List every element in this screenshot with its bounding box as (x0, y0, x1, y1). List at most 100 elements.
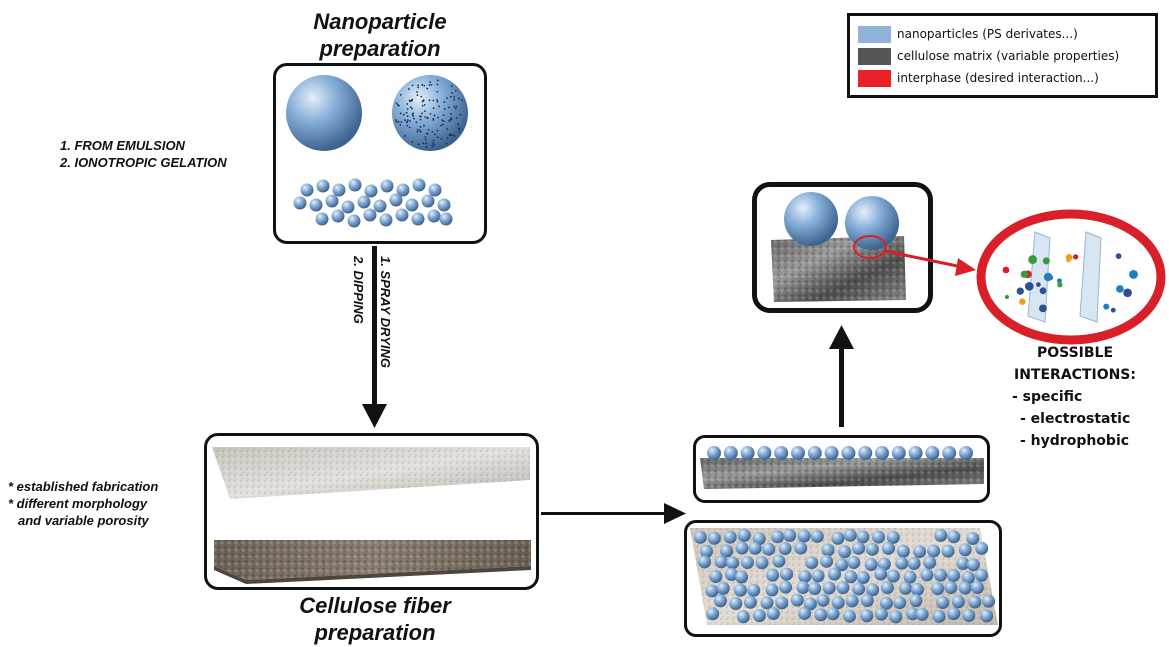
sphere-dot (411, 113, 414, 116)
top-nanoparticle (783, 528, 797, 542)
sphere-dot (449, 118, 452, 121)
sphere-dot (432, 118, 435, 120)
top-nanoparticle (947, 569, 961, 583)
top-nanoparticle (966, 531, 980, 545)
top-nanoparticle (968, 595, 982, 609)
sphere-dot (399, 124, 402, 126)
coated-fiber-side-spheres (707, 446, 973, 460)
top-nanoparticle (880, 581, 894, 595)
arrow-down-to-fiber (362, 246, 387, 428)
molecule (1129, 269, 1138, 279)
top-nanoparticle (903, 570, 917, 584)
sphere-dot (419, 118, 422, 121)
sphere-dot (438, 105, 441, 108)
top-nanoparticle (748, 541, 762, 555)
side-nanoparticle (925, 446, 940, 460)
side-nanoparticle (858, 446, 873, 460)
top-nanoparticle (805, 556, 819, 570)
cluster-nanoparticle (412, 178, 426, 192)
side-nanoparticle (740, 446, 755, 460)
sphere-dot (432, 139, 435, 142)
molecule (1123, 288, 1132, 298)
top-nanoparticle (752, 609, 766, 623)
top-nanoparticle (895, 556, 909, 570)
sphere-dot (423, 124, 425, 127)
nanoparticle-title-line2: preparation (319, 36, 441, 61)
molecule (1020, 270, 1028, 278)
sphere-dot (426, 117, 429, 119)
top-nanoparticle (836, 581, 850, 595)
top-nanoparticle (899, 581, 913, 595)
dotted-nanoparticle-sphere (392, 75, 468, 151)
side-nanoparticle (791, 446, 805, 460)
cluster-nanoparticle (293, 196, 307, 210)
sphere-dot (439, 124, 442, 127)
sphere-dot (433, 143, 435, 146)
top-nanoparticle (735, 541, 749, 555)
sphere-dot (442, 123, 444, 126)
top-nanoparticle (740, 556, 754, 570)
molecule (1002, 266, 1010, 274)
interaction-hydrophobic: - hydrophobic (1020, 433, 1130, 449)
sphere-dot (406, 124, 409, 127)
sphere-dot (432, 107, 435, 110)
top-nanoparticle (735, 570, 749, 584)
sphere-dot (398, 104, 400, 107)
sphere-dot (436, 100, 439, 103)
fiber-sheet-gray (212, 447, 530, 499)
sphere-dot (430, 83, 433, 86)
cluster-nanoparticle (341, 200, 355, 214)
top-nanoparticle (766, 568, 780, 582)
sphere-dot (406, 103, 409, 105)
nanoparticle-title-line1: Nanoparticle (313, 9, 447, 34)
top-nanoparticle (698, 555, 712, 569)
cluster-nanoparticle (439, 212, 453, 226)
sphere-dot (455, 105, 458, 108)
sphere-dot (395, 120, 398, 123)
legend-swatch-interphase (858, 69, 891, 87)
top-nanoparticle (970, 580, 984, 594)
sphere-dot (424, 116, 427, 118)
top-nanoparticle (893, 596, 907, 610)
top-nanoparticle (713, 594, 727, 608)
top-nanoparticle (779, 580, 793, 594)
sphere-dot (433, 114, 436, 117)
molecule (1065, 253, 1073, 261)
top-nanoparticle (766, 607, 780, 621)
sphere-dot (423, 104, 426, 106)
sphere-dot (451, 92, 453, 94)
molecule (1016, 287, 1024, 295)
sphere-dot (423, 84, 426, 87)
sphere-dot (417, 84, 420, 87)
molecule (1004, 294, 1010, 300)
sphere-dot (420, 115, 422, 118)
top-nanoparticle (874, 607, 888, 621)
top-nanoparticle (907, 557, 921, 571)
legend-label-interphase: interphase (desired interaction...) (897, 71, 1099, 85)
sphere-dot (416, 128, 419, 131)
top-nanoparticle (944, 581, 958, 595)
sphere-dot (441, 119, 444, 122)
cluster-nanoparticle (315, 212, 329, 226)
cellulose-title-line1: Cellulose fiber (299, 593, 451, 618)
top-nanoparticle (826, 607, 840, 621)
sphere-dot (423, 110, 426, 113)
top-nanoparticle (723, 530, 737, 544)
molecule (1036, 282, 1041, 287)
sphere-dot (413, 117, 415, 120)
top-nanoparticle (808, 582, 822, 596)
top-nanoparticle (845, 594, 859, 608)
sphere-dot (421, 104, 424, 107)
cluster-nanoparticle (348, 178, 362, 192)
legend-item-cellulose: cellulose matrix (variable properties) (858, 47, 1119, 65)
cluster-nanoparticle (309, 198, 323, 212)
top-nanoparticle (843, 528, 857, 542)
cluster-nanoparticle (395, 208, 409, 222)
top-nanoparticle (716, 581, 730, 595)
top-nanoparticle (736, 610, 750, 624)
sphere-dot (459, 113, 462, 116)
detail-matrix (771, 236, 906, 302)
top-nanoparticle (778, 542, 792, 556)
sphere-dot (416, 91, 418, 93)
sphere-dot (405, 111, 408, 114)
